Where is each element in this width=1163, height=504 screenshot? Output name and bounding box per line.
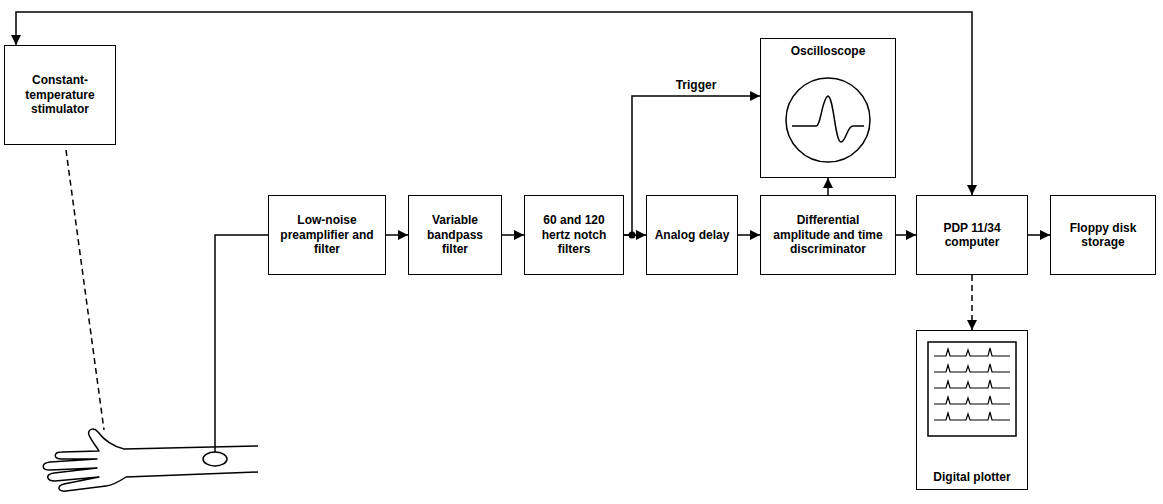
node-label: Low-noise preamplifier and filter <box>275 213 379 256</box>
waveform <box>792 96 864 142</box>
node-label: Floppy disk storage <box>1057 221 1149 250</box>
plotter-paper <box>928 342 1016 436</box>
node-label: Constant-temperature stimulator <box>11 73 109 116</box>
hand-illustration <box>43 429 258 491</box>
electrode <box>203 452 227 466</box>
edge-label: Trigger <box>674 78 719 92</box>
process-box: Analog delay <box>646 195 738 275</box>
process-box: 60 and 120 hertz notch filters <box>524 195 624 275</box>
stimulator-box: Constant-temperature stimulator <box>4 45 116 145</box>
node-label: 60 and 120 hertz notch filters <box>531 213 617 256</box>
stimulus-leader <box>66 150 104 430</box>
node-label: PDP 11/34 computer <box>923 221 1021 250</box>
plotter-chart <box>928 342 1016 436</box>
node-label: Differential amplitude and time discrimi… <box>767 213 889 256</box>
signal-connector <box>502 234 524 236</box>
plot-trace <box>934 412 1010 420</box>
signal-connector <box>827 178 829 195</box>
process-box: Differential amplitude and time discrimi… <box>760 195 896 275</box>
dynamic-art <box>215 232 636 453</box>
process-box: Low-noise preamplifier and filter <box>268 195 386 275</box>
hand-outline <box>43 429 258 491</box>
signal-connector <box>1028 234 1050 236</box>
plot-trace <box>934 396 1010 404</box>
electrode-wire <box>215 235 268 452</box>
signal-connector <box>896 234 916 236</box>
signal-connector <box>738 234 760 236</box>
signal-connector <box>386 234 408 236</box>
node-label: Oscilloscope <box>791 44 866 58</box>
signal-connector <box>624 96 760 235</box>
computer-box: PDP 11/34 computer <box>916 195 1028 275</box>
signal-connector <box>971 275 973 330</box>
plot-trace <box>934 364 1010 372</box>
signal-connector <box>16 12 972 195</box>
plot-trace <box>934 380 1010 388</box>
plot-trace <box>934 348 1010 356</box>
screen-circle <box>786 78 870 162</box>
storage-box: Floppy disk storage <box>1050 195 1156 275</box>
node-label: Analog delay <box>655 228 730 242</box>
oscilloscope-screen <box>786 78 870 162</box>
node-label: Digital plotter <box>933 470 1010 484</box>
node-label: Variable bandpass filter <box>415 213 495 256</box>
oscilloscope-box: Oscilloscope <box>760 38 896 178</box>
plotter-box: Digital plotter <box>916 330 1028 490</box>
process-box: Variable bandpass filter <box>408 195 502 275</box>
